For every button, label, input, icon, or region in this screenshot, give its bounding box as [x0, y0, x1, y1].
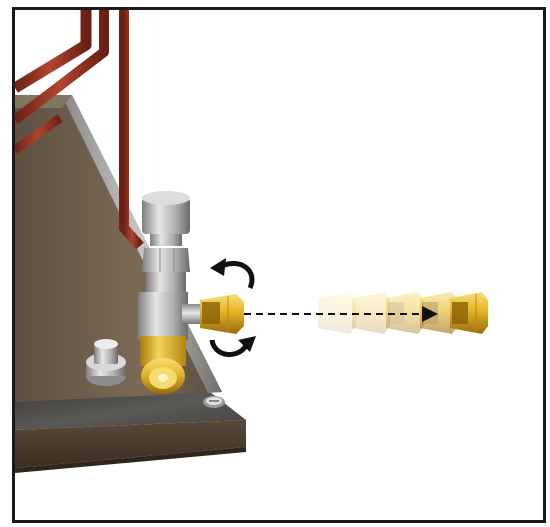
curved-arrow-clockwise-icon [212, 336, 256, 355]
curved-arrow-counterclockwise-icon [210, 258, 252, 288]
screw-head [203, 396, 225, 408]
ghost-fitting [318, 292, 356, 334]
bottom-brass-fitting [140, 336, 186, 394]
final-fitting [450, 292, 488, 334]
valve-body [138, 191, 204, 340]
side-brass-fitting [200, 294, 244, 334]
